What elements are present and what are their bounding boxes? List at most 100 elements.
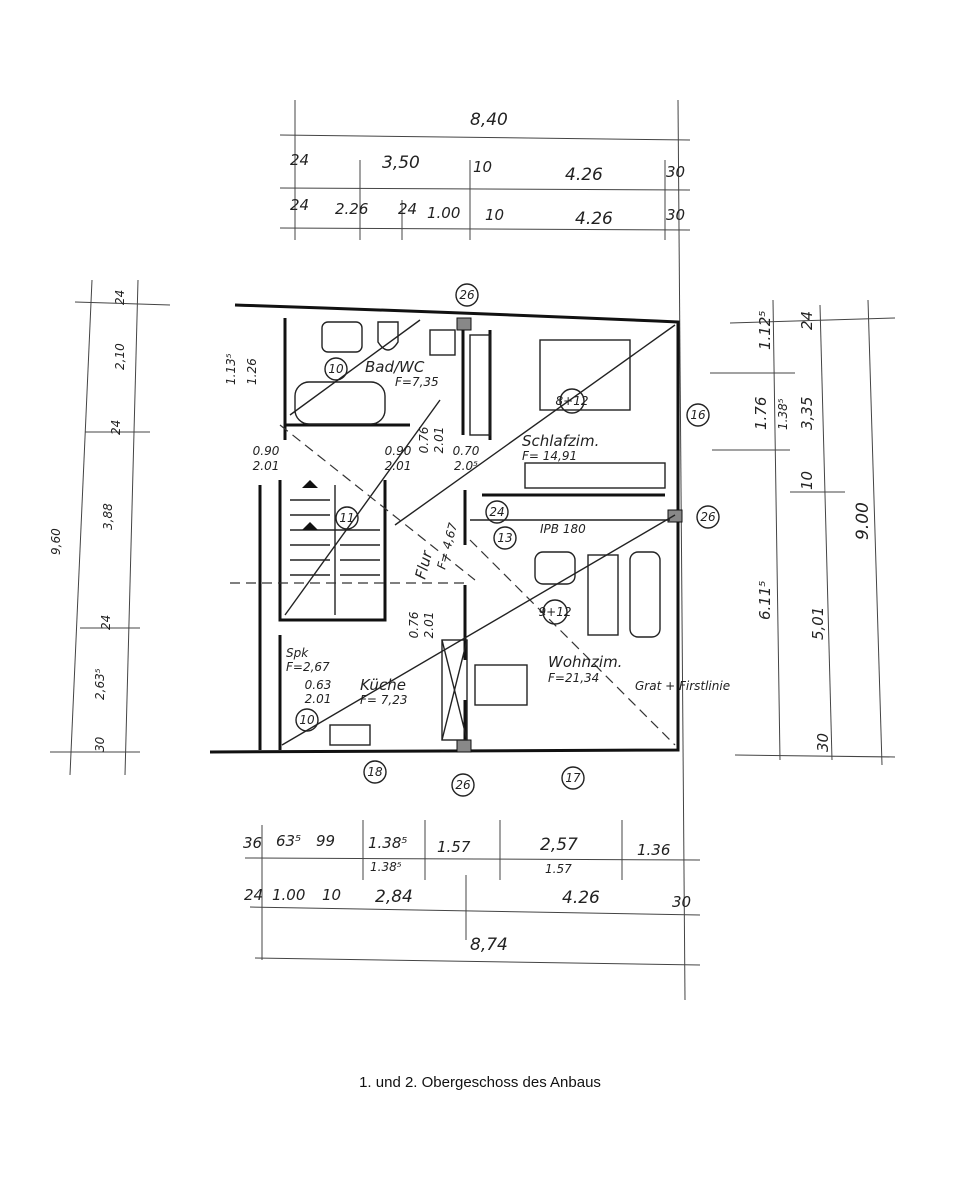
marker: 11 [339,511,354,525]
door-labels: 0.90 2.01 0.90 2.01 0.76 2.01 0.70 2.0⁵ … [253,426,480,706]
dim: 2,63⁵ [93,668,107,700]
section-markers: 26 10 8+12 16 11 24 13 9+12 26 10 18 26 … [295,283,720,797]
dim: 1.38⁵ [776,398,790,430]
dim: 10 [322,886,341,904]
marker: 13 [497,531,512,545]
dim: 24 [109,420,123,435]
dim: 1.76 [752,397,770,430]
beam-label: IPB 180 [540,522,586,536]
wardrobe [524,462,666,489]
dim: 4.26 [562,888,600,908]
staircase [290,480,380,576]
roof-lines [230,319,676,746]
dim: 2,84 [375,887,413,907]
bathtub [294,381,386,425]
toilet [377,321,399,351]
dim: 24 [798,311,816,330]
sofa [629,551,661,638]
room-name-spk: Spk [286,646,309,660]
dim: 24 [99,615,113,630]
room-area-wohnzimmer: F=21,34 [548,671,599,685]
dim: 10 [798,471,816,490]
dim: 24 [113,290,127,305]
sofa [587,554,619,636]
dim: 1.38⁵ [368,834,407,852]
dim: 24 [290,196,309,214]
dim: 3,50 [382,153,420,173]
dim: 24 [398,200,417,218]
wardrobe [469,334,491,436]
figure-caption: 1. und 2. Obergeschoss des Anbaus [359,1074,601,1091]
room-area-spk: F=2,67 [286,660,330,674]
dim: 30 [814,733,832,752]
room-area-schlafzimmer: F= 14,91 [522,449,577,463]
door-width: 0.90 [385,444,412,458]
dim: 9,60 [49,528,63,555]
door-width: 0.76 [417,426,431,453]
dim: 2,57 [540,835,578,855]
dimensions-bottom: 36 63⁵ 99 1.38⁵ 1.57 2,57 1.36 1.38⁵ 1.5… [243,832,691,955]
door-width: 0.70 [453,444,480,458]
dim: 1.00 [427,204,460,222]
dim: 36 [243,834,262,852]
dim: 6.11⁵ [756,581,774,620]
dim: 1.57 [437,838,471,856]
door-height: 2.01 [422,612,436,639]
dim: 3,35 [798,397,816,430]
door-width: 0.90 [253,444,280,458]
door-height: 2.01 [432,427,446,454]
marker: 8+12 [556,394,589,408]
dim: 1.13⁵ [224,353,238,385]
ridge-label: Grat + Firstlinie [635,679,730,693]
dim: 24 [244,886,263,904]
arrow-up-icon [302,522,318,530]
door-width: 0.63 [305,678,332,692]
dim: 3,88 [101,503,115,530]
dim: 24 [290,151,309,169]
marker: 26 [455,778,471,792]
dim: 63⁵ [276,832,301,850]
room-area-kueche: F= 7,23 [360,693,408,707]
dim: 1.36 [637,841,670,859]
marker: 10 [299,713,315,727]
door-height: 2.01 [253,459,280,473]
dim: 2,10 [113,343,127,370]
dim: 9.00 [853,502,873,540]
dim: 1.26 [245,358,259,385]
room-name-schlafzimmer: Schlafzim. [522,432,599,450]
dim: 5,01 [809,607,827,640]
dim: 1.00 [272,886,305,904]
dimension-lines [50,99,896,1001]
cabinet [441,639,468,741]
dim: 4.26 [575,209,613,229]
room-name-flur: Flur [411,548,436,581]
dim: 1.38⁵ [370,860,402,874]
dim: 30 [672,893,691,911]
room-name-bad: Bad/WC [365,358,425,376]
room-name-kueche: Küche [360,676,406,694]
room-area-flur: F= 4,67 [434,521,460,571]
dim: 30 [666,206,685,224]
marker: 18 [367,765,383,779]
marker: 16 [690,408,706,422]
dim: 8,74 [470,935,508,955]
dim: 1.12⁵ [756,311,774,350]
dim: 30 [93,736,107,752]
dimensions-left: 24 2,10 24 3,88 24 2,63⁵ 30 9,60 1.13⁵ 1… [49,290,259,752]
dimensions-right: 1.12⁵ 24 1.76 1.38⁵ 3,35 10 6.11⁵ 5,01 9… [752,311,873,752]
fixtures [290,321,666,746]
room-area-bad: F=7,35 [395,375,439,389]
door-height: 2.01 [305,692,332,706]
arrow-up-icon [302,480,318,488]
room-name-wohnzimmer: Wohnzim. [548,653,622,671]
marker: 17 [565,771,581,785]
sink [321,321,363,353]
marker: 10 [328,362,344,376]
dim: 8,40 [470,110,508,130]
shower [429,329,456,356]
dimensions-top: 8,40 24 3,50 10 4.26 30 24 2.26 24 1.00 … [290,110,685,229]
dim: 2.26 [335,200,368,218]
dim: 30 [666,163,685,181]
marker: 26 [700,510,716,524]
